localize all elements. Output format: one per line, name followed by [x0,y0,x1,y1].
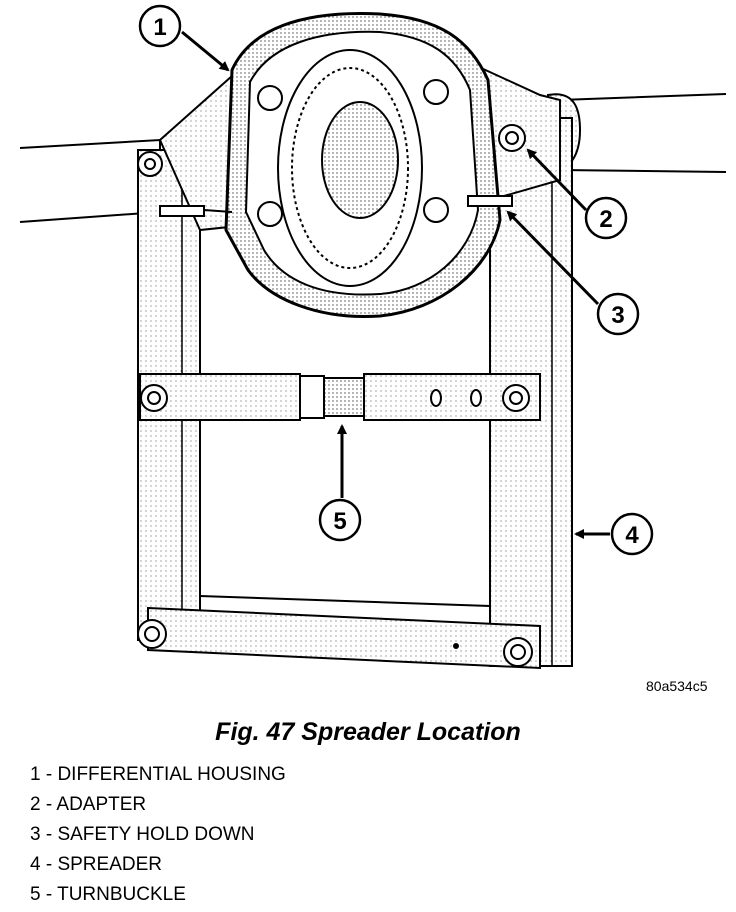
legend-item: 4 - SPREADER [30,854,162,875]
callout-4: 4 [574,512,654,556]
callout-4-number: 4 [625,522,639,549]
axle-tube-right [547,93,727,174]
figure-code: 80a534c5 [646,678,708,694]
safety-hold-down [159,195,513,217]
callout-1-number: 1 [153,14,166,41]
turnbuckle [139,373,541,421]
legend-item: 2 - ADAPTER [30,794,147,815]
callout-2: 2 [526,148,628,240]
callout-3-number: 3 [611,302,624,329]
differential-housing [224,12,502,319]
callout-2-number: 2 [599,206,612,233]
legend-list: 1 - DIFFERENTIAL HOUSING 2 - ADAPTER 3 -… [30,762,286,912]
legend-item: 3 - SAFETY HOLD DOWN [30,824,255,845]
adapter [137,124,526,177]
callout-5-number: 5 [333,508,346,535]
callout-3: 3 [506,210,640,336]
legend-item: 1 - DIFFERENTIAL HOUSING [30,764,286,785]
callout-5: 5 [318,424,362,542]
callout-1: 1 [138,4,230,72]
spreader-diagram: 1 2 3 4 5 [19,4,727,670]
legend-item: 5 - TURNBUCKLE [30,884,186,905]
figure-caption: Fig. 47 Spreader Location [215,718,521,746]
